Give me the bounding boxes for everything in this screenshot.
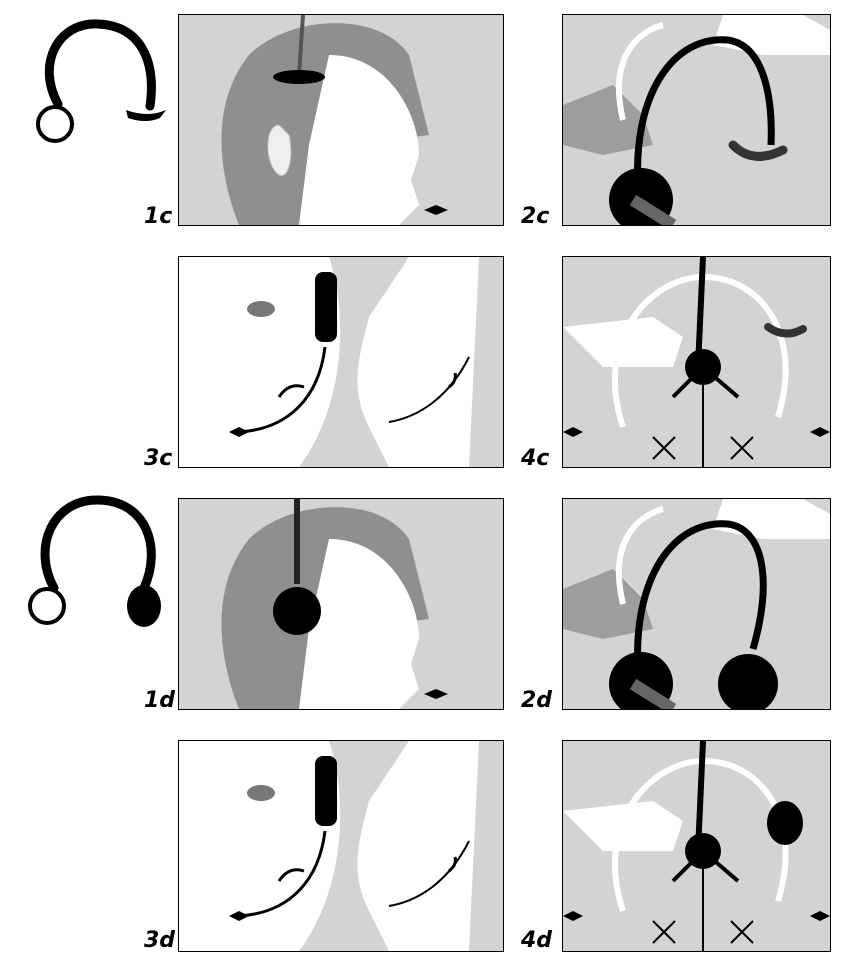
figure-label-1c: 1c <box>144 204 173 229</box>
figure-label-2c: 2c <box>521 204 550 229</box>
figure-label-3d: 3d <box>144 928 176 953</box>
figure-label-4c: 4c <box>521 446 550 471</box>
figure-label-1d: 1d <box>144 688 176 713</box>
figure-label-3c: 3c <box>144 446 173 471</box>
figure-3d <box>178 740 504 952</box>
binaural-headset-icon <box>28 495 161 627</box>
monaural-headset-icon <box>36 19 166 143</box>
figure-label-4d: 4d <box>521 928 553 953</box>
figure-1d <box>178 498 504 710</box>
figure-label-2d: 2d <box>521 688 553 713</box>
figure-4c <box>562 256 831 468</box>
figure-3c <box>178 256 504 468</box>
figure-2d <box>562 498 831 710</box>
figure-2c <box>562 14 831 226</box>
figure-4d <box>562 740 831 952</box>
figure-1c <box>178 14 504 226</box>
